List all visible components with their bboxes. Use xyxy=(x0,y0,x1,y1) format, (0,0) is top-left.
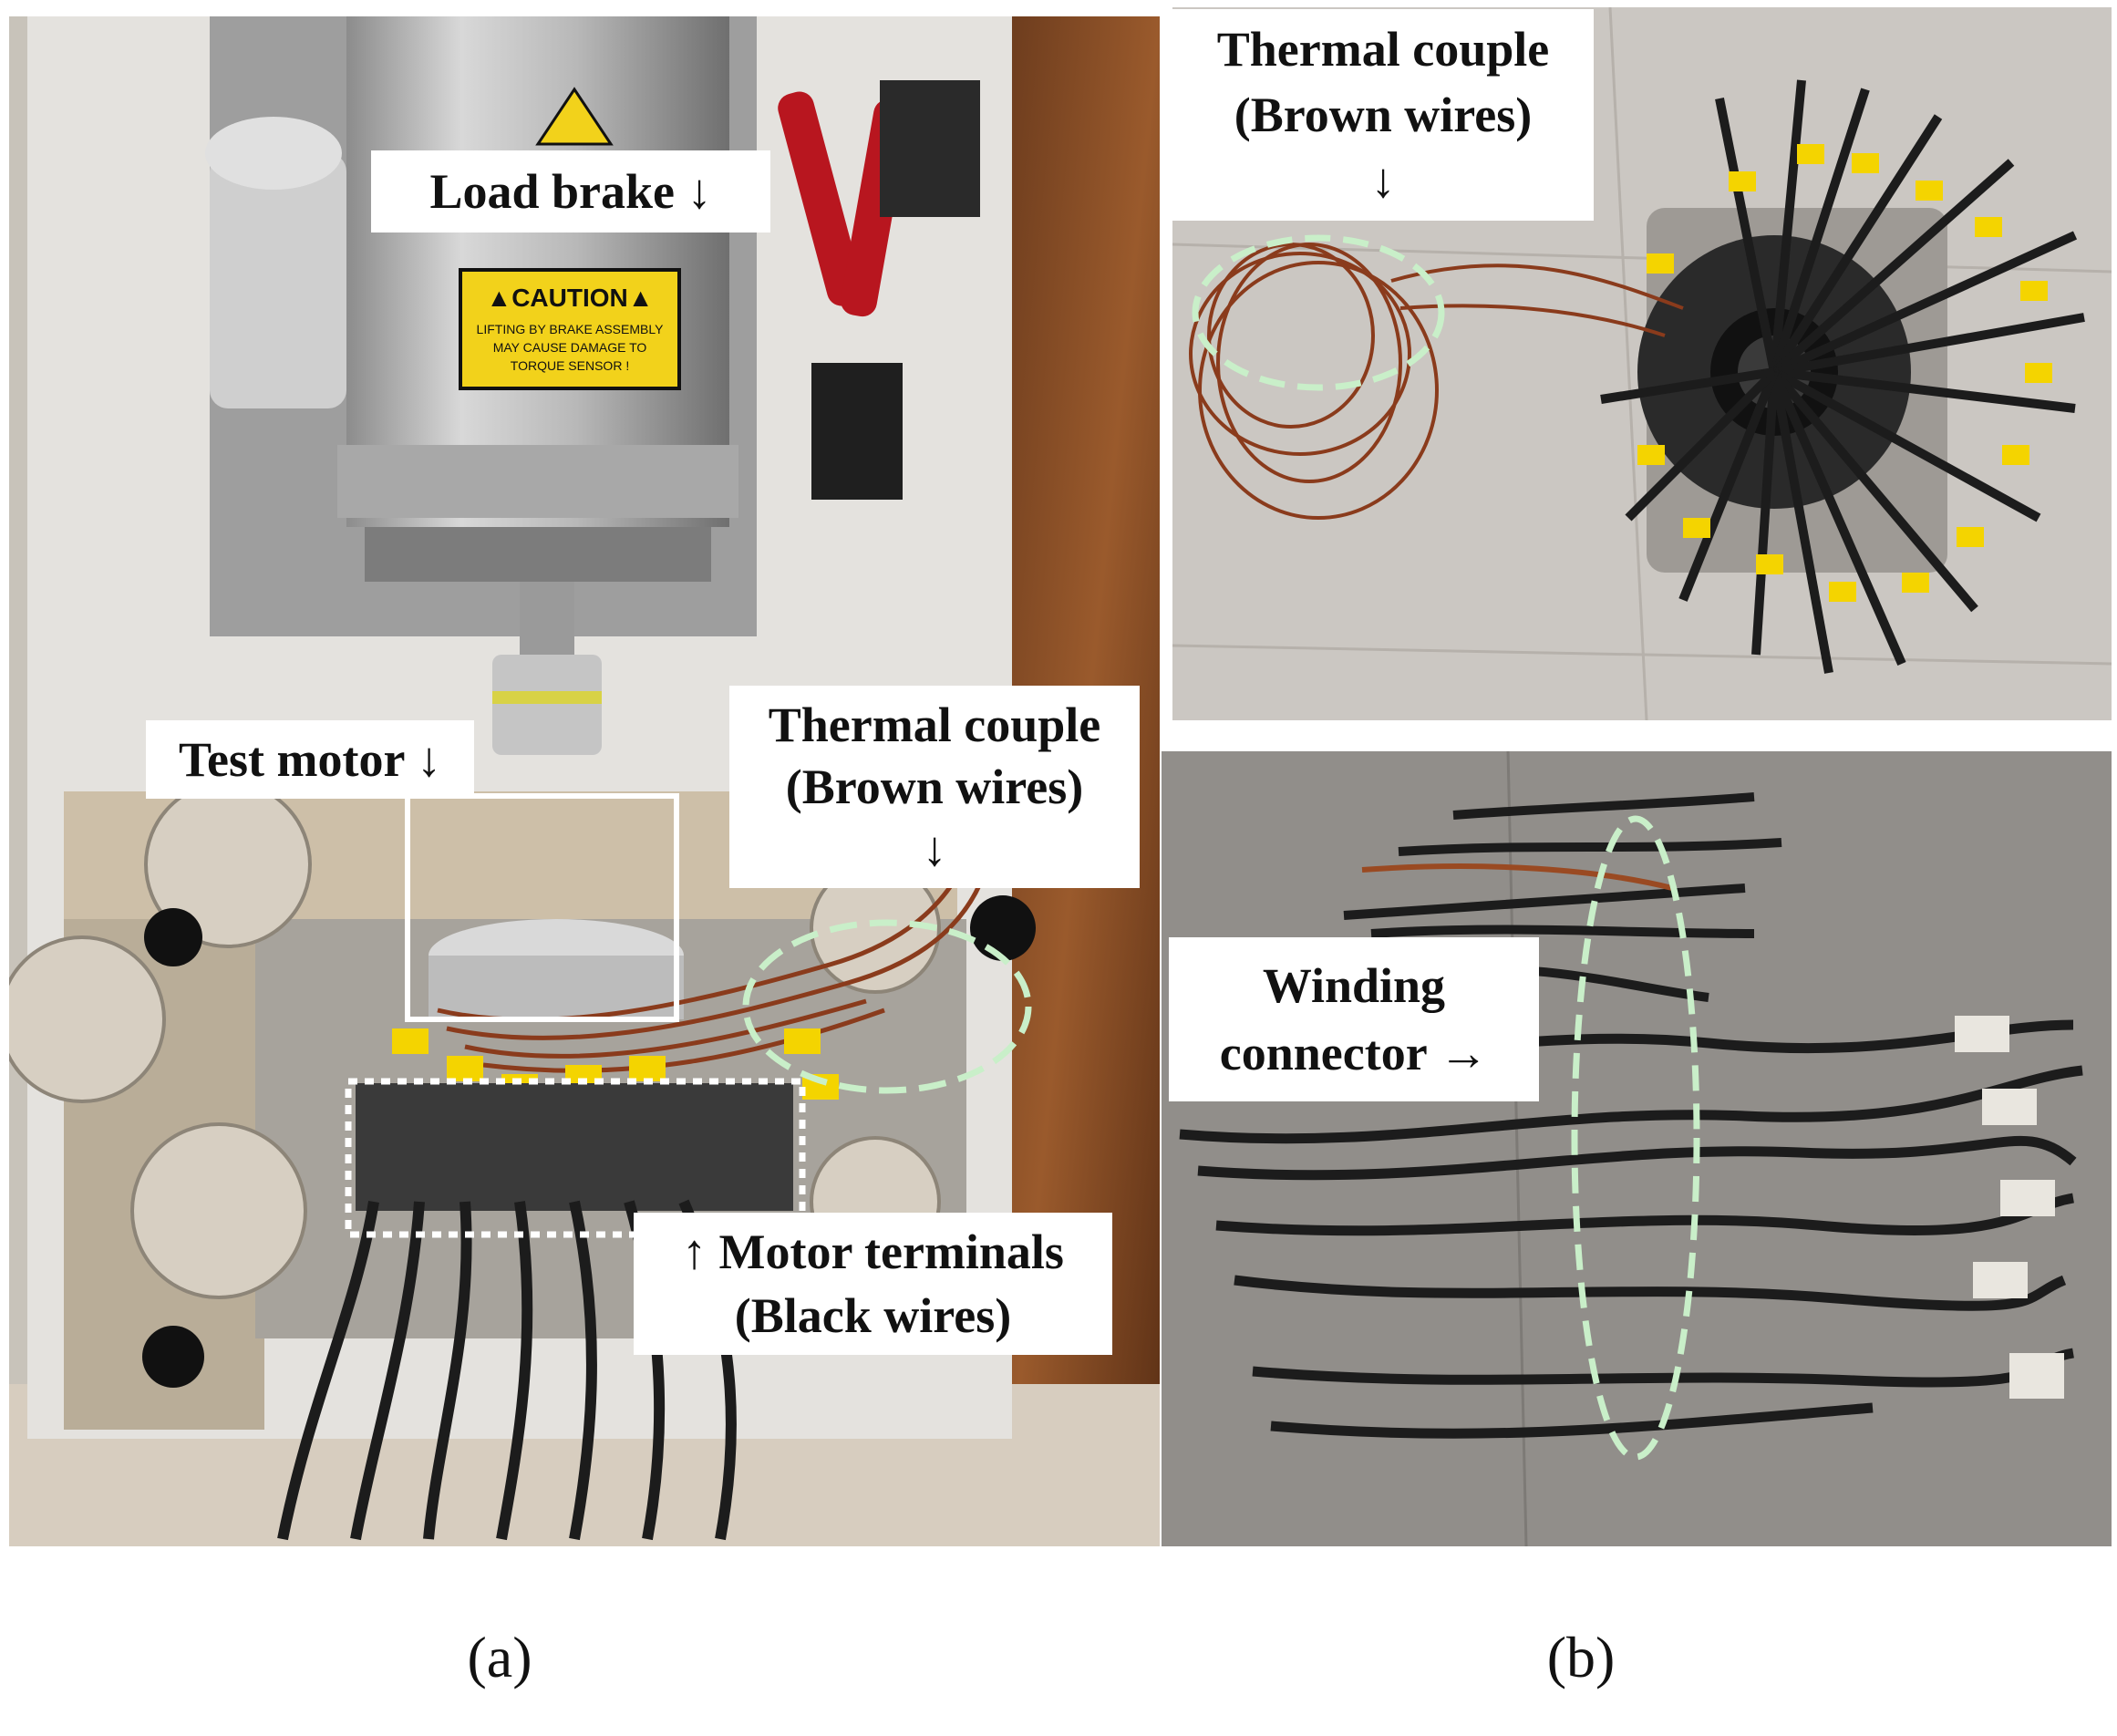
motor-terminals-highlight-box xyxy=(345,1078,806,1238)
caution-sticker xyxy=(459,268,681,390)
caution-line-1: LIFTING BY BRAKE ASSEMBLY xyxy=(477,322,665,336)
thermal-couple-b-arrow: ↓ xyxy=(1370,153,1396,208)
thermal-couple-label-a: Thermal couple (Brown wires) ↓ xyxy=(729,686,1140,888)
thermal-couple-a-arrow: ↓ xyxy=(922,822,947,876)
caution-line-2: MAY CAUSE DAMAGE TO xyxy=(493,340,647,355)
winding-connector-line1: Winding xyxy=(1262,958,1446,1013)
thermal-couple-b-highlight-ellipse xyxy=(1192,234,1445,391)
test-motor-highlight-box xyxy=(405,793,679,1022)
winding-connector-highlight-ellipse xyxy=(1571,815,1700,1461)
thermal-couple-b-line1: Thermal couple xyxy=(1216,22,1550,77)
winding-connector-label: Winding connector → xyxy=(1169,937,1539,1101)
thermal-couple-a-line1: Thermal couple xyxy=(768,698,1101,752)
load-brake-label: Load brake ↓ xyxy=(371,150,770,232)
stator-thermocouple-photo xyxy=(1172,7,2112,720)
panel-b-top-photo xyxy=(1172,7,2112,720)
load-brake-label-text: Load brake ↓ xyxy=(429,164,712,219)
caption-b: (b) xyxy=(1546,1625,1616,1690)
motor-terminals-line2: (Black wires) xyxy=(734,1288,1012,1343)
thermal-couple-highlight-ellipse xyxy=(742,919,1032,1094)
caution-line-3: TORQUE SENSOR ! xyxy=(511,358,629,373)
motor-terminals-line1: ↑ Motor terminals xyxy=(682,1224,1064,1279)
motor-terminals-label: ↑ Motor terminals (Black wires) xyxy=(634,1213,1112,1355)
caption-a: (a) xyxy=(467,1625,532,1690)
panel-b-bottom-photo xyxy=(1162,751,2112,1546)
thermal-couple-b-line2: (Brown wires) xyxy=(1234,88,1533,142)
winding-connector-photo xyxy=(1162,751,2112,1546)
caution-title: ▲CAUTION▲ xyxy=(487,284,654,312)
winding-connector-line2: connector → xyxy=(1219,1026,1489,1080)
thermal-couple-a-line2: (Brown wires) xyxy=(785,760,1084,814)
test-motor-label-text: Test motor ↓ xyxy=(179,732,441,787)
thermal-couple-label-b: Thermal couple (Brown wires) ↓ xyxy=(1172,9,1594,221)
test-motor-label: Test motor ↓ xyxy=(146,720,474,799)
